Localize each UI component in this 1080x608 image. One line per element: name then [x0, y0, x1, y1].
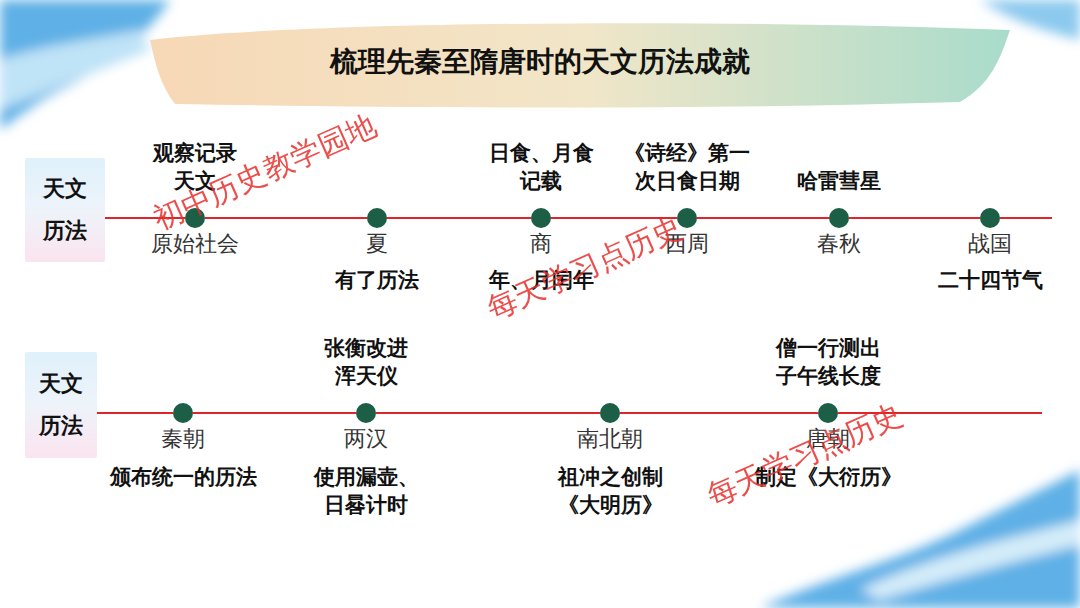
achievement-text: 祖冲之创制 《大明历》	[554, 463, 667, 519]
achievement-text: 二十四节气	[938, 266, 1043, 294]
timeline-dot: 日食、月食 记载商年、月闰年	[531, 208, 551, 228]
achievement-text: 张衡改进 浑天仪	[320, 334, 412, 390]
period-name: 商	[530, 230, 552, 258]
timeline-line	[376, 412, 600, 414]
timeline-tail	[1000, 217, 1052, 219]
timeline-line	[620, 412, 818, 414]
timeline-dot: 张衡改进 浑天仪两汉使用漏壶、 日晷计时	[356, 403, 376, 423]
timeline-line	[97, 412, 173, 414]
timeline-line	[193, 412, 356, 414]
period-name: 南北朝	[577, 425, 643, 453]
achievement-text: 使用漏壶、 日晷计时	[310, 463, 423, 519]
period-name: 春秋	[817, 230, 861, 258]
timeline-dot: 南北朝祖冲之创制 《大明历》	[600, 403, 620, 423]
achievement-text: 颁布统一的历法	[110, 463, 257, 491]
achievement-text: 日食、月食 记载	[485, 139, 598, 195]
achievement-text: 僧一行测出 子午线长度	[772, 334, 885, 390]
category-box: 天文 历法	[25, 352, 97, 458]
achievement-text: 有了历法	[335, 266, 419, 294]
achievement-text: 哈雷彗星	[797, 167, 881, 195]
timeline-line	[387, 217, 531, 219]
timeline-dot: 夏有了历法	[367, 208, 387, 228]
title: 梳理先秦至隋唐时的天文历法成就	[0, 42, 1080, 82]
period-name: 两汉	[344, 425, 388, 453]
watermark: 每天学习点历史	[701, 394, 910, 517]
achievement-text: 《诗经》第一 次日食日期	[620, 139, 754, 195]
timeline-line	[697, 217, 829, 219]
period-name: 夏	[366, 230, 388, 258]
timeline-dot: 战国二十四节气	[980, 208, 1000, 228]
period-name: 战国	[968, 230, 1012, 258]
period-name: 秦朝	[161, 425, 205, 453]
timeline-dot: 哈雷彗星春秋	[829, 208, 849, 228]
category-box: 天文 历法	[25, 158, 105, 262]
timeline-line	[849, 217, 980, 219]
category-label: 天文 历法	[37, 363, 85, 447]
category-label: 天文 历法	[41, 168, 89, 252]
timeline-line	[205, 217, 367, 219]
timeline-dot: 秦朝颁布统一的历法	[173, 403, 193, 423]
